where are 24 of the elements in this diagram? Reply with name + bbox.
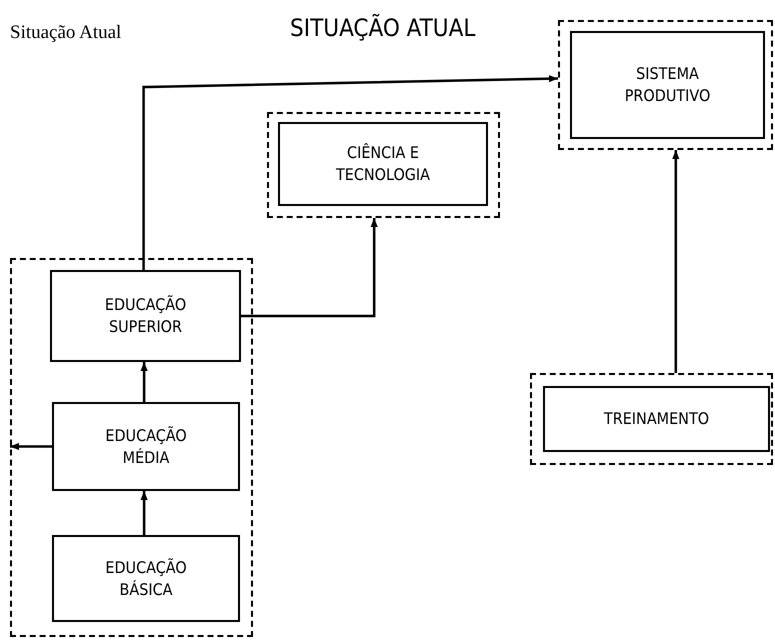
process-box — [50, 270, 241, 362]
box-label: EDUCAÇÃO BÁSICA — [104, 556, 188, 600]
dashed-frame — [267, 112, 500, 218]
process-box — [570, 31, 765, 139]
box-label: CIÊNCIA E TECNOLOGIA — [334, 142, 432, 186]
arrow — [142, 75, 558, 270]
process-box — [278, 122, 488, 206]
arrow — [10, 442, 52, 450]
box-label: SISTEMA PRODUTIVO — [624, 63, 712, 107]
box-label: TREINAMENTO — [604, 408, 710, 430]
arrow — [672, 150, 680, 373]
dashed-frame — [530, 373, 773, 465]
process-box — [52, 535, 240, 622]
arrow — [140, 362, 148, 402]
arrow — [241, 218, 378, 318]
arrow — [140, 491, 148, 535]
dashed-frame — [558, 20, 773, 150]
process-box — [543, 386, 770, 452]
diagram-title: SITUAÇÃO ATUAL — [290, 14, 476, 42]
box-label: EDUCAÇÃO MÉDIA — [104, 424, 188, 468]
process-box — [52, 402, 240, 491]
heading-label: Situação Atual — [10, 22, 122, 44]
box-label: EDUCAÇÃO SUPERIOR — [104, 294, 188, 338]
dashed-frame — [10, 258, 253, 637]
